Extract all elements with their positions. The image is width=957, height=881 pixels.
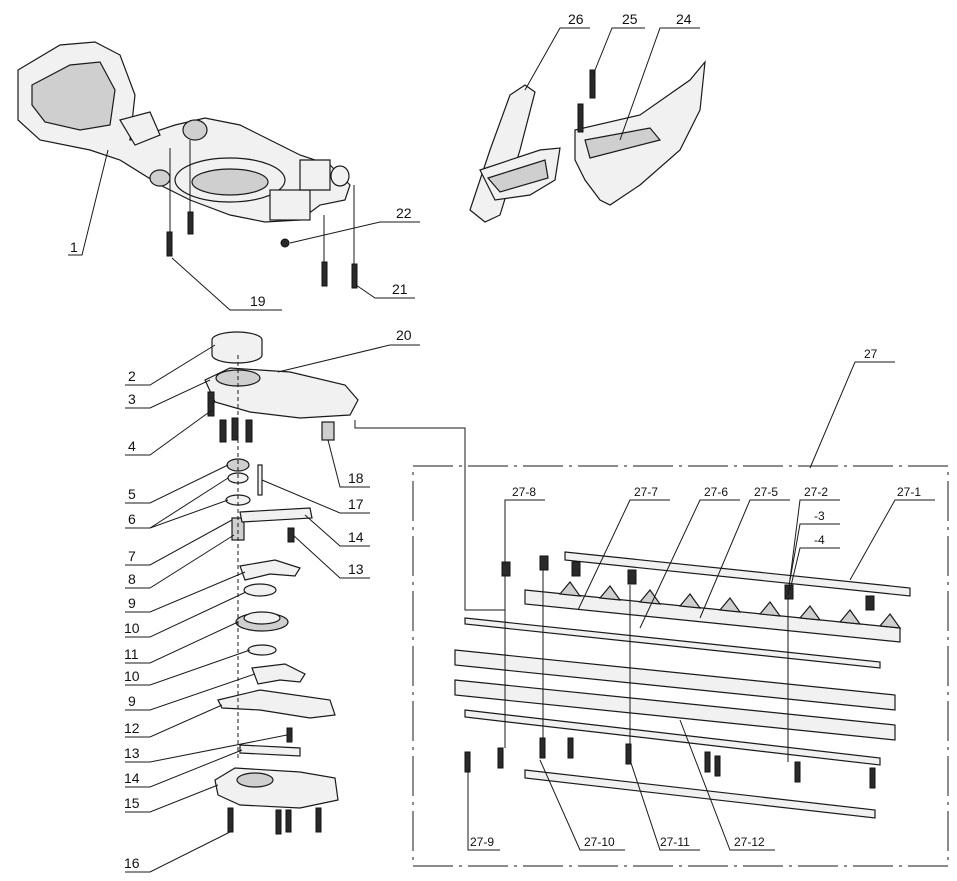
callout-13-upper: 13: [348, 561, 364, 577]
callout-27-10: 27-10: [584, 835, 615, 849]
callout-16: 16: [124, 855, 140, 871]
callout-27-12: 27-12: [734, 835, 765, 849]
callout-27-9: 27-9: [470, 835, 494, 849]
callout-3: 3: [128, 391, 136, 407]
callout-27-7: 27-7: [634, 485, 658, 499]
callout-27-3: -3: [814, 509, 825, 523]
callout-1: 1: [70, 239, 78, 255]
callout-27-8: 27-8: [512, 485, 536, 499]
callout-8: 8: [128, 571, 136, 587]
callout-25: 25: [622, 11, 638, 27]
leader-lines: [68, 27, 935, 873]
callout-14-upper: 14: [348, 529, 364, 545]
callout-27-6: 27-6: [704, 485, 728, 499]
callout-18: 18: [348, 470, 364, 486]
callout-10-lower: 10: [124, 668, 140, 684]
callout-2: 2: [128, 368, 136, 384]
rear-handle-housing: [17, 41, 351, 223]
callout-12: 12: [124, 720, 140, 736]
blade-assembly-box: [412, 465, 949, 867]
callout-27-2: 27-2: [804, 485, 828, 499]
callout-27-11: 27-11: [660, 835, 690, 849]
callout-10-upper: 10: [124, 620, 140, 636]
callout-9-lower: 9: [128, 693, 136, 709]
callout-14-lower: 14: [124, 770, 140, 786]
handle-screws: [166, 140, 358, 289]
callout-27-1: 27-1: [897, 485, 921, 499]
callout-27: 27: [864, 347, 878, 361]
callout-27-4: -4: [814, 533, 825, 547]
callout-4: 4: [128, 438, 136, 454]
callout-17: 17: [348, 496, 364, 512]
callout-27-5: 27-5: [754, 485, 778, 499]
front-handle-and-guard: [469, 60, 706, 223]
callout-11: 11: [124, 646, 139, 662]
callout-20: 20: [396, 327, 412, 343]
callout-5: 5: [128, 486, 136, 502]
callout-24: 24: [676, 11, 692, 27]
callout-6: 6: [128, 511, 136, 527]
callout-labels: 1 19 21 22 26 25 24 20 2 3 4 5 6 7 8 9 1…: [70, 11, 921, 871]
callout-15: 15: [124, 795, 140, 811]
callout-19: 19: [250, 293, 266, 309]
gearbox-stack: [204, 331, 359, 835]
callout-7: 7: [128, 548, 136, 564]
callout-21: 21: [392, 281, 408, 297]
callout-13-lower: 13: [124, 745, 140, 761]
callout-26: 26: [568, 11, 584, 27]
callout-22: 22: [396, 205, 412, 221]
assembly-link-line: [354, 420, 505, 611]
callout-9-upper: 9: [128, 595, 136, 611]
blade-assembly: [454, 551, 911, 819]
